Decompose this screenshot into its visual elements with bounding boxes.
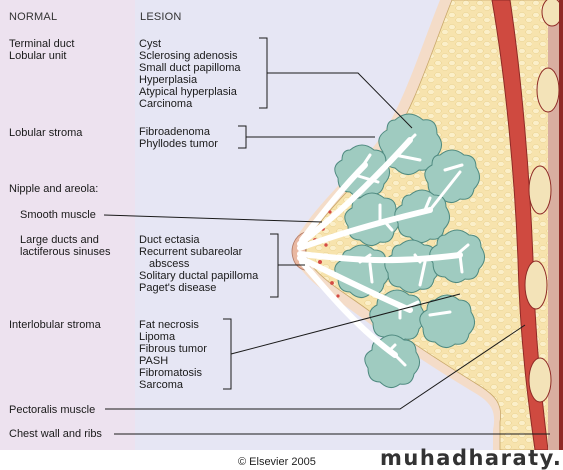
lesion-item: Solitary ductal papilloma [139,270,259,282]
lesion-item: Fat necrosis [139,319,199,331]
chest-wall-inner [559,0,563,450]
lesion-item: Sclerosing adenosis [139,50,238,62]
header-normal: NORMAL [9,11,57,23]
duct-tree [297,133,470,367]
lesion-item: Carcinoma [139,98,193,110]
label-lobular-unit: Lobular unit [9,50,67,62]
lesion-item: Lipoma [139,331,176,343]
lesion-list-tdlu: Cyst Sclerosing adenosis Small duct papi… [139,38,241,110]
lesion-item: Atypical hyperplasia [139,86,238,98]
lesion-item: Small duct papilloma [139,62,241,74]
lesion-item: Paget's disease [139,282,216,294]
caption-strip [0,450,563,470]
lesion-item: Duct ectasia [139,234,200,246]
lesion-item: abscess [149,258,190,270]
label-nipple-areola: Nipple and areola: [9,183,98,195]
lesion-item: PASH [139,355,168,367]
lesion-item: Fibroadenoma [139,126,211,138]
label-terminal-duct: Terminal duct [9,38,74,50]
lesion-item: Hyperplasia [139,74,198,86]
lesion-list-large-ducts: Duct ectasia Recurrent subareolar absces… [139,234,259,294]
lesion-item: Recurrent subareolar [139,246,243,258]
header-lesion: LESION [140,11,182,23]
label-large-ducts: Large ducts and [20,234,99,246]
label-interlobular-stroma: Interlobular stroma [9,319,102,331]
lesion-item: Fibrous tumor [139,343,207,355]
label-lactiferous-sinuses: lactiferous sinuses [20,246,111,258]
label-smooth-muscle: Smooth muscle [20,209,96,221]
lesion-item: Cyst [139,38,161,50]
label-pectoralis-muscle: Pectoralis muscle [9,404,95,416]
leader-lines [103,37,550,435]
label-chest-wall-ribs: Chest wall and ribs [9,428,102,440]
copyright-text: © Elsevier 2005 [238,456,316,468]
lesion-list-interlobular-stroma: Fat necrosis Lipoma Fibrous tumor PASH F… [139,319,207,391]
ribs [524,0,563,403]
lesion-item: Sarcoma [139,379,184,391]
watermark-text: muhadharaty.com [380,446,563,470]
lesion-item: Phyllodes tumor [139,138,218,150]
lesion-list-lobular-stroma: Fibroadenoma Phyllodes tumor [139,126,218,150]
label-lobular-stroma: Lobular stroma [9,127,83,139]
lesion-item: Fibromatosis [139,367,202,379]
normal-column-panel [0,0,135,470]
